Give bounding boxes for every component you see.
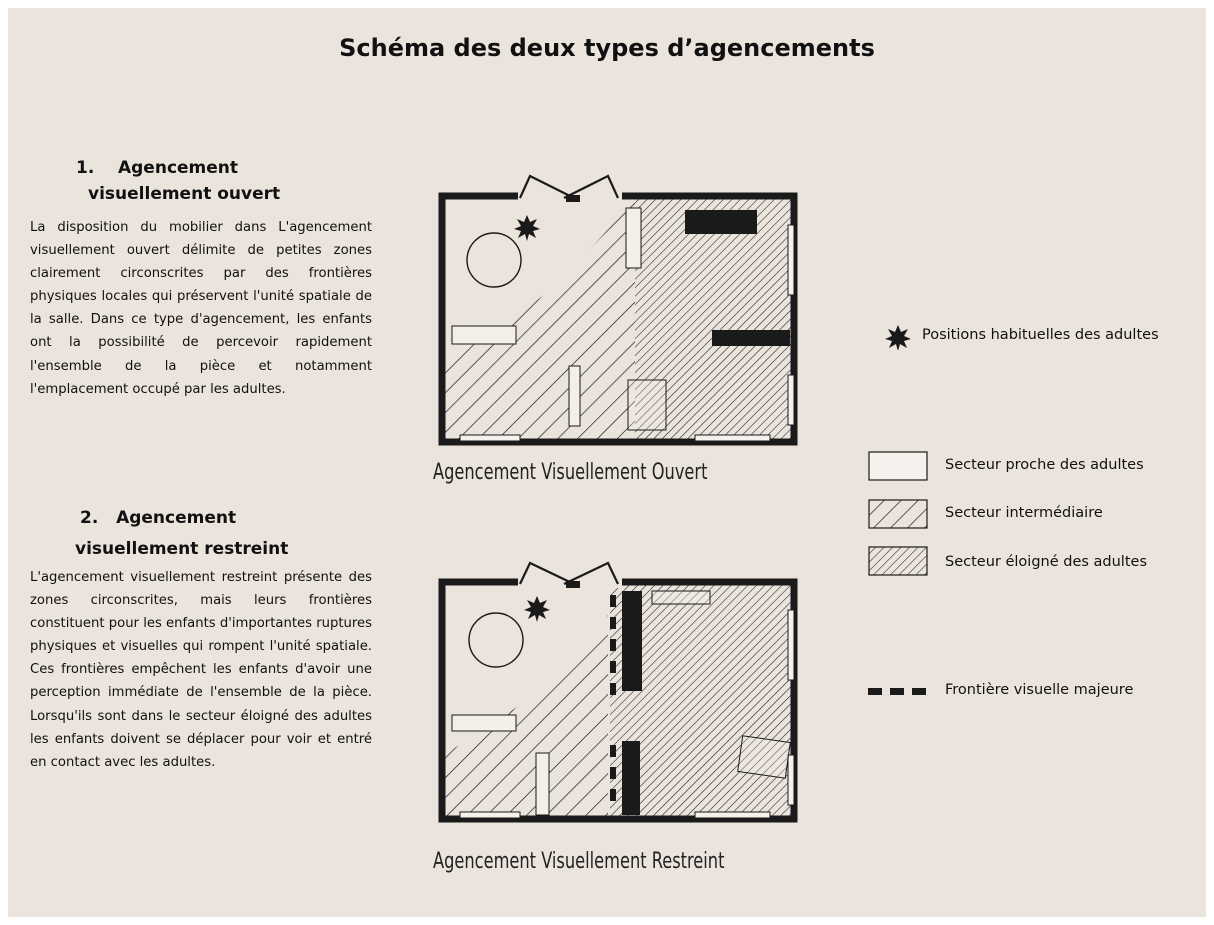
legend-intermediate-swatch bbox=[868, 499, 928, 529]
section2-body: L'agencement visuellement restreint prés… bbox=[30, 570, 372, 770]
legend-border-label: Frontière visuelle majeure bbox=[945, 682, 1134, 698]
diagram2-caption: Agencement Visuellement Restreint bbox=[433, 849, 725, 874]
legend-star-icon bbox=[885, 325, 911, 350]
far-sector bbox=[610, 585, 792, 817]
section1-heading-line2: visuellement ouvert bbox=[88, 184, 281, 204]
door-icon bbox=[518, 174, 620, 199]
section2-heading-line2: visuellement restreint bbox=[75, 539, 289, 559]
page-title: Schéma des deux types d’agencements bbox=[339, 34, 875, 62]
round-table bbox=[466, 232, 522, 288]
far-sector bbox=[635, 198, 792, 440]
legend-border-dashes bbox=[868, 688, 926, 695]
section1-heading-line1: Agencement bbox=[117, 158, 239, 178]
visual-border-dashes bbox=[610, 595, 616, 801]
round-table bbox=[468, 612, 524, 668]
diagram1-caption: Agencement Visuellement Ouvert bbox=[433, 460, 708, 485]
adult-position-star bbox=[514, 215, 540, 241]
legend-near-swatch bbox=[868, 451, 928, 481]
intermediate-sector bbox=[444, 615, 608, 817]
section2-heading: 2. Agencement bbox=[80, 507, 236, 529]
legend-near-label: Secteur proche des adultes bbox=[945, 457, 1144, 473]
section1-heading: 1. Agencement bbox=[76, 157, 238, 179]
section1-body: La disposition du mobilier dans L'agence… bbox=[30, 220, 372, 397]
legend-far-label: Secteur éloigné des adultes bbox=[945, 554, 1147, 570]
legend-far-swatch bbox=[868, 546, 928, 576]
section1-number: 1. bbox=[76, 158, 95, 178]
adult-position-star bbox=[524, 596, 550, 622]
legend-intermediate-label: Secteur intermédiaire bbox=[945, 505, 1103, 521]
door-icon bbox=[519, 561, 619, 585]
floorplan-restricted bbox=[438, 561, 798, 823]
legend-adults-label: Positions habituelles des adultes bbox=[922, 327, 1159, 343]
intermediate-sector bbox=[444, 200, 635, 440]
section2-number: 2. bbox=[80, 508, 99, 528]
floorplan-open bbox=[438, 174, 798, 446]
section2-heading-line1: Agencement bbox=[116, 508, 237, 528]
